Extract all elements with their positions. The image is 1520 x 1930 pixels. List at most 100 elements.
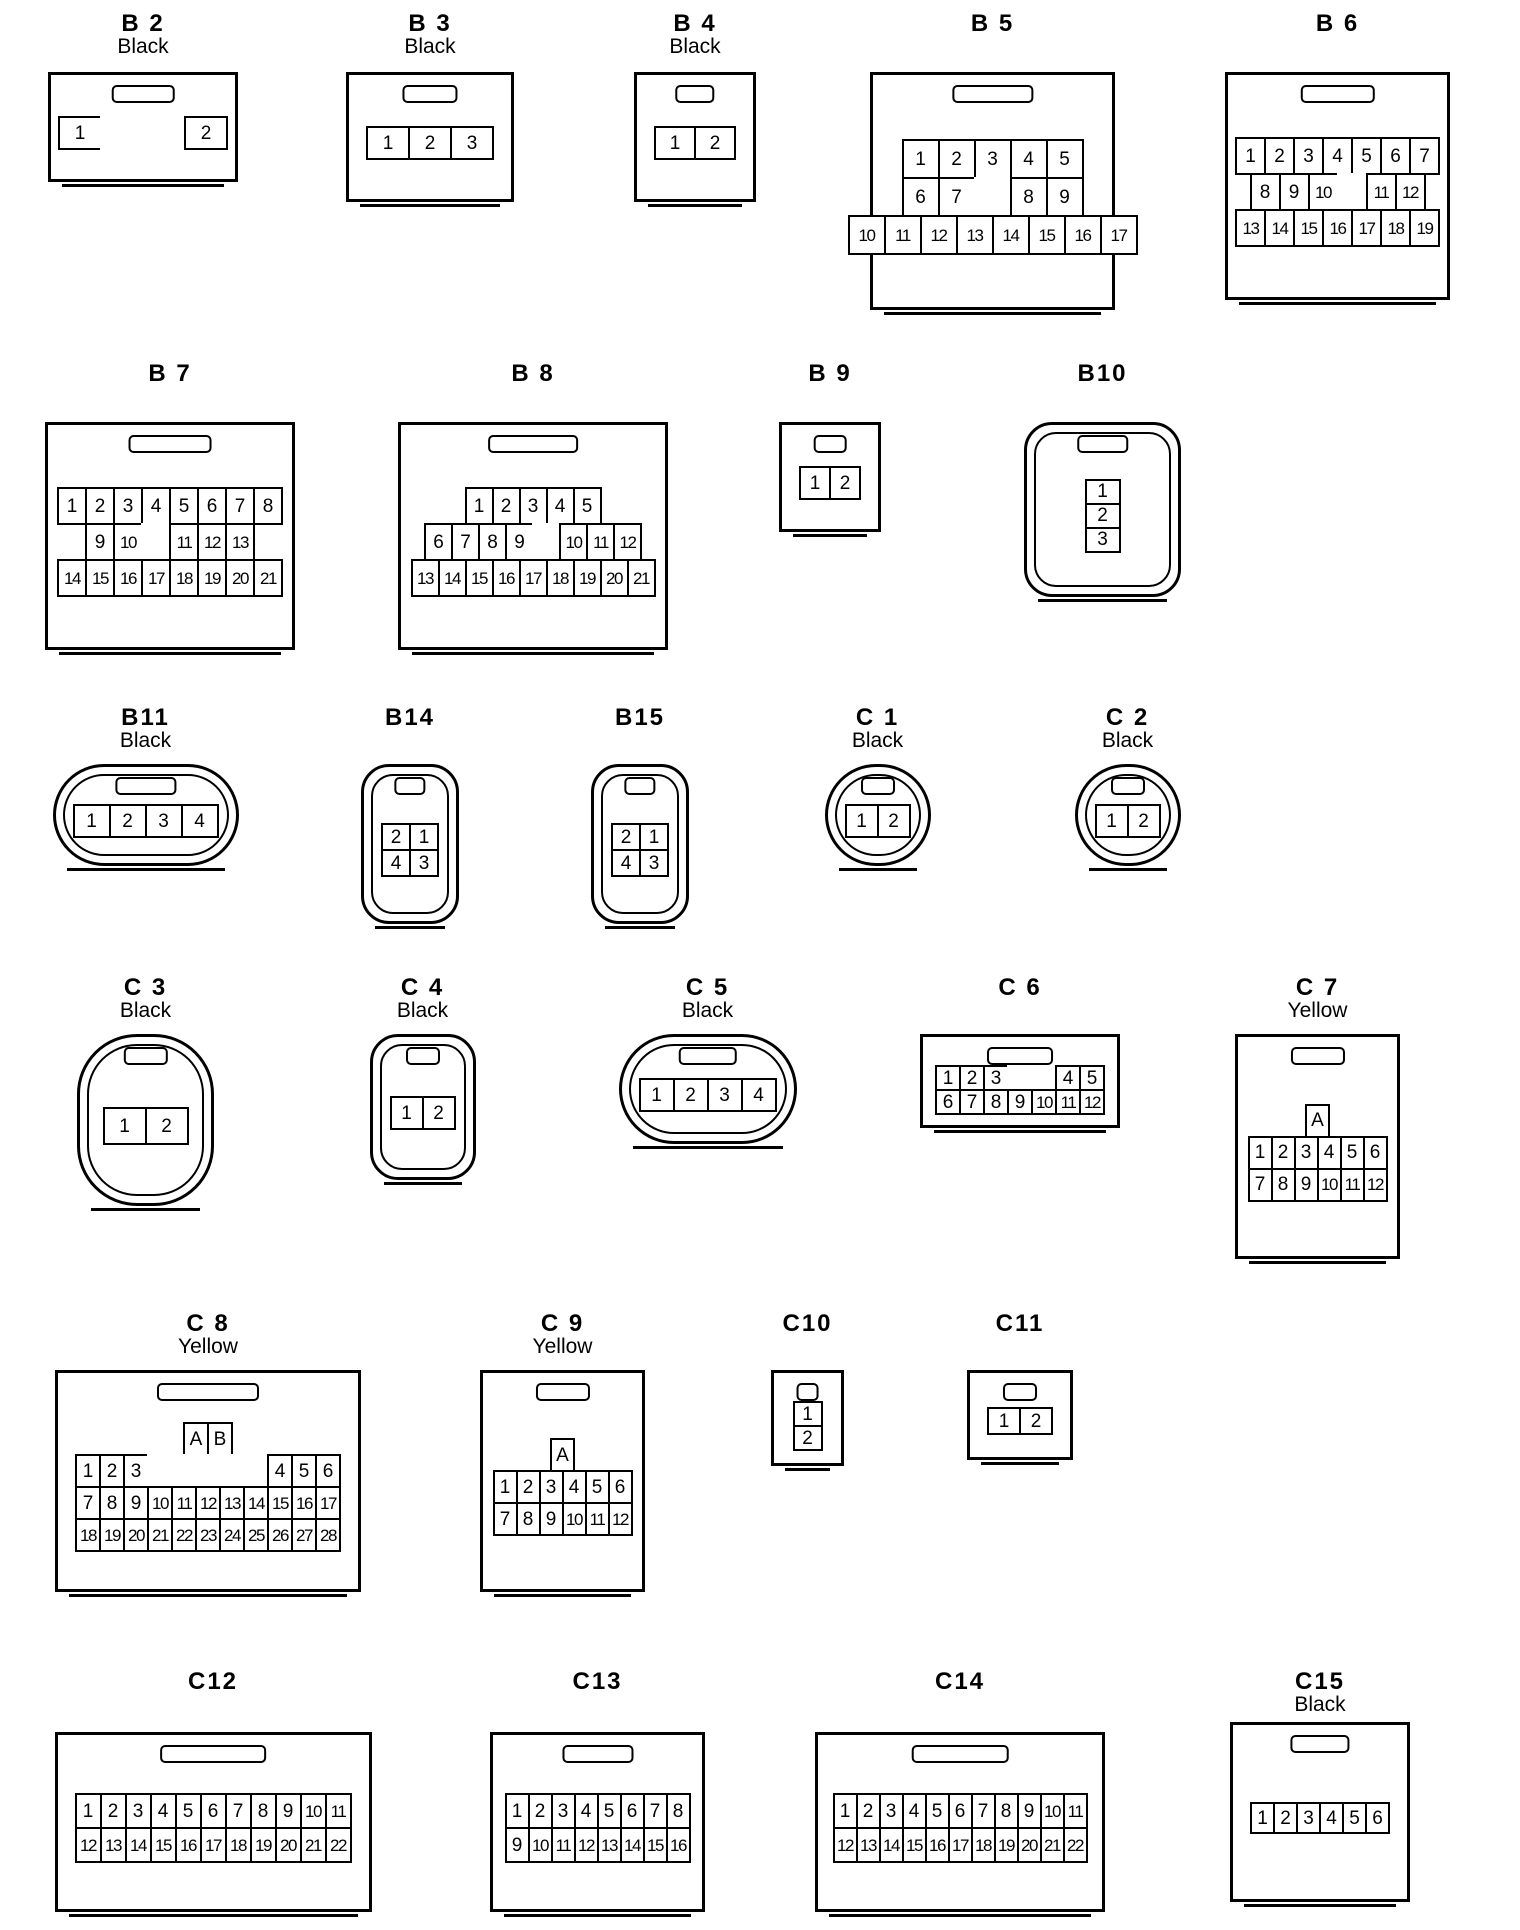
pin-7: 7 bbox=[1409, 137, 1440, 175]
pin-16: 16 bbox=[1063, 215, 1102, 255]
pin-20: 20 bbox=[599, 559, 629, 597]
pin-1: 1 bbox=[504, 1793, 530, 1829]
pin-9: 9 bbox=[1293, 1167, 1319, 1202]
pin-9: 9 bbox=[1278, 173, 1310, 211]
pin-15: 15 bbox=[85, 559, 115, 597]
housing-base bbox=[494, 1594, 631, 1603]
pin-3: 3 bbox=[409, 849, 439, 877]
pin-6: 6 bbox=[199, 1793, 227, 1829]
pin-15: 15 bbox=[1293, 209, 1324, 247]
connector-header: C13 bbox=[490, 1670, 705, 1694]
keying-slot bbox=[1031, 1065, 1057, 1091]
pin-11: 11 bbox=[1339, 1167, 1365, 1202]
pin-1: 1 bbox=[366, 126, 410, 160]
keying-slot bbox=[171, 1454, 197, 1488]
pin-2: 2 bbox=[937, 139, 976, 179]
pin-3: 3 bbox=[144, 804, 183, 838]
lock-tab bbox=[561, 1745, 634, 1763]
pin-4: 4 bbox=[573, 1793, 599, 1829]
connector-color: Black bbox=[404, 35, 456, 58]
pin-8: 8 bbox=[253, 487, 283, 525]
pin-6: 6 bbox=[1365, 1802, 1390, 1834]
pin-1: 1 bbox=[639, 823, 669, 851]
keying-slot bbox=[1336, 173, 1368, 211]
pin-10: 10 bbox=[1031, 1089, 1057, 1115]
pin-1: 1 bbox=[75, 1454, 101, 1488]
pin-1: 1 bbox=[409, 823, 439, 851]
pin-24: 24 bbox=[219, 1518, 245, 1552]
pin-5: 5 bbox=[169, 487, 199, 525]
pin-4: 4 bbox=[267, 1454, 293, 1488]
pin-1: 1 bbox=[58, 116, 102, 150]
pin-15: 15 bbox=[149, 1827, 177, 1863]
pin-9: 9 bbox=[123, 1486, 149, 1520]
pin-1: 1 bbox=[987, 1407, 1021, 1435]
pin-4: 4 bbox=[901, 1793, 927, 1829]
pin-B: B bbox=[207, 1422, 233, 1456]
pin-9: 9 bbox=[274, 1793, 302, 1829]
pin-2: 2 bbox=[421, 1096, 456, 1130]
pin-19: 19 bbox=[249, 1827, 277, 1863]
connector-id: C 6 bbox=[998, 974, 1042, 1001]
lock-tab bbox=[678, 1047, 737, 1065]
pin-13: 13 bbox=[855, 1827, 881, 1863]
lock-tab bbox=[488, 435, 578, 453]
lock-tab bbox=[402, 85, 458, 103]
pin-5: 5 bbox=[174, 1793, 202, 1829]
pin-12: 12 bbox=[1079, 1089, 1105, 1115]
pin-9: 9 bbox=[1045, 177, 1084, 217]
connector-color: Black bbox=[396, 999, 449, 1022]
housing-base bbox=[412, 652, 654, 661]
pin-14: 14 bbox=[991, 215, 1030, 255]
pin-26: 26 bbox=[267, 1518, 293, 1552]
pin-22: 22 bbox=[171, 1518, 197, 1552]
pin-22: 22 bbox=[1062, 1827, 1088, 1863]
pin-4: 4 bbox=[545, 487, 575, 525]
pin-4: 4 bbox=[611, 849, 641, 877]
keying-slot bbox=[100, 116, 144, 150]
pin-17: 17 bbox=[1099, 215, 1138, 255]
pin-21: 21 bbox=[299, 1827, 327, 1863]
connector-id: C 2 bbox=[1105, 704, 1150, 731]
pin-2: 2 bbox=[792, 1425, 823, 1451]
lock-tab bbox=[1290, 1735, 1350, 1753]
pin-2: 2 bbox=[855, 1793, 881, 1829]
pin-9: 9 bbox=[85, 523, 115, 561]
pin-3: 3 bbox=[124, 1793, 152, 1829]
connector-id: B15 bbox=[614, 704, 666, 731]
pin-3: 3 bbox=[973, 139, 1012, 179]
